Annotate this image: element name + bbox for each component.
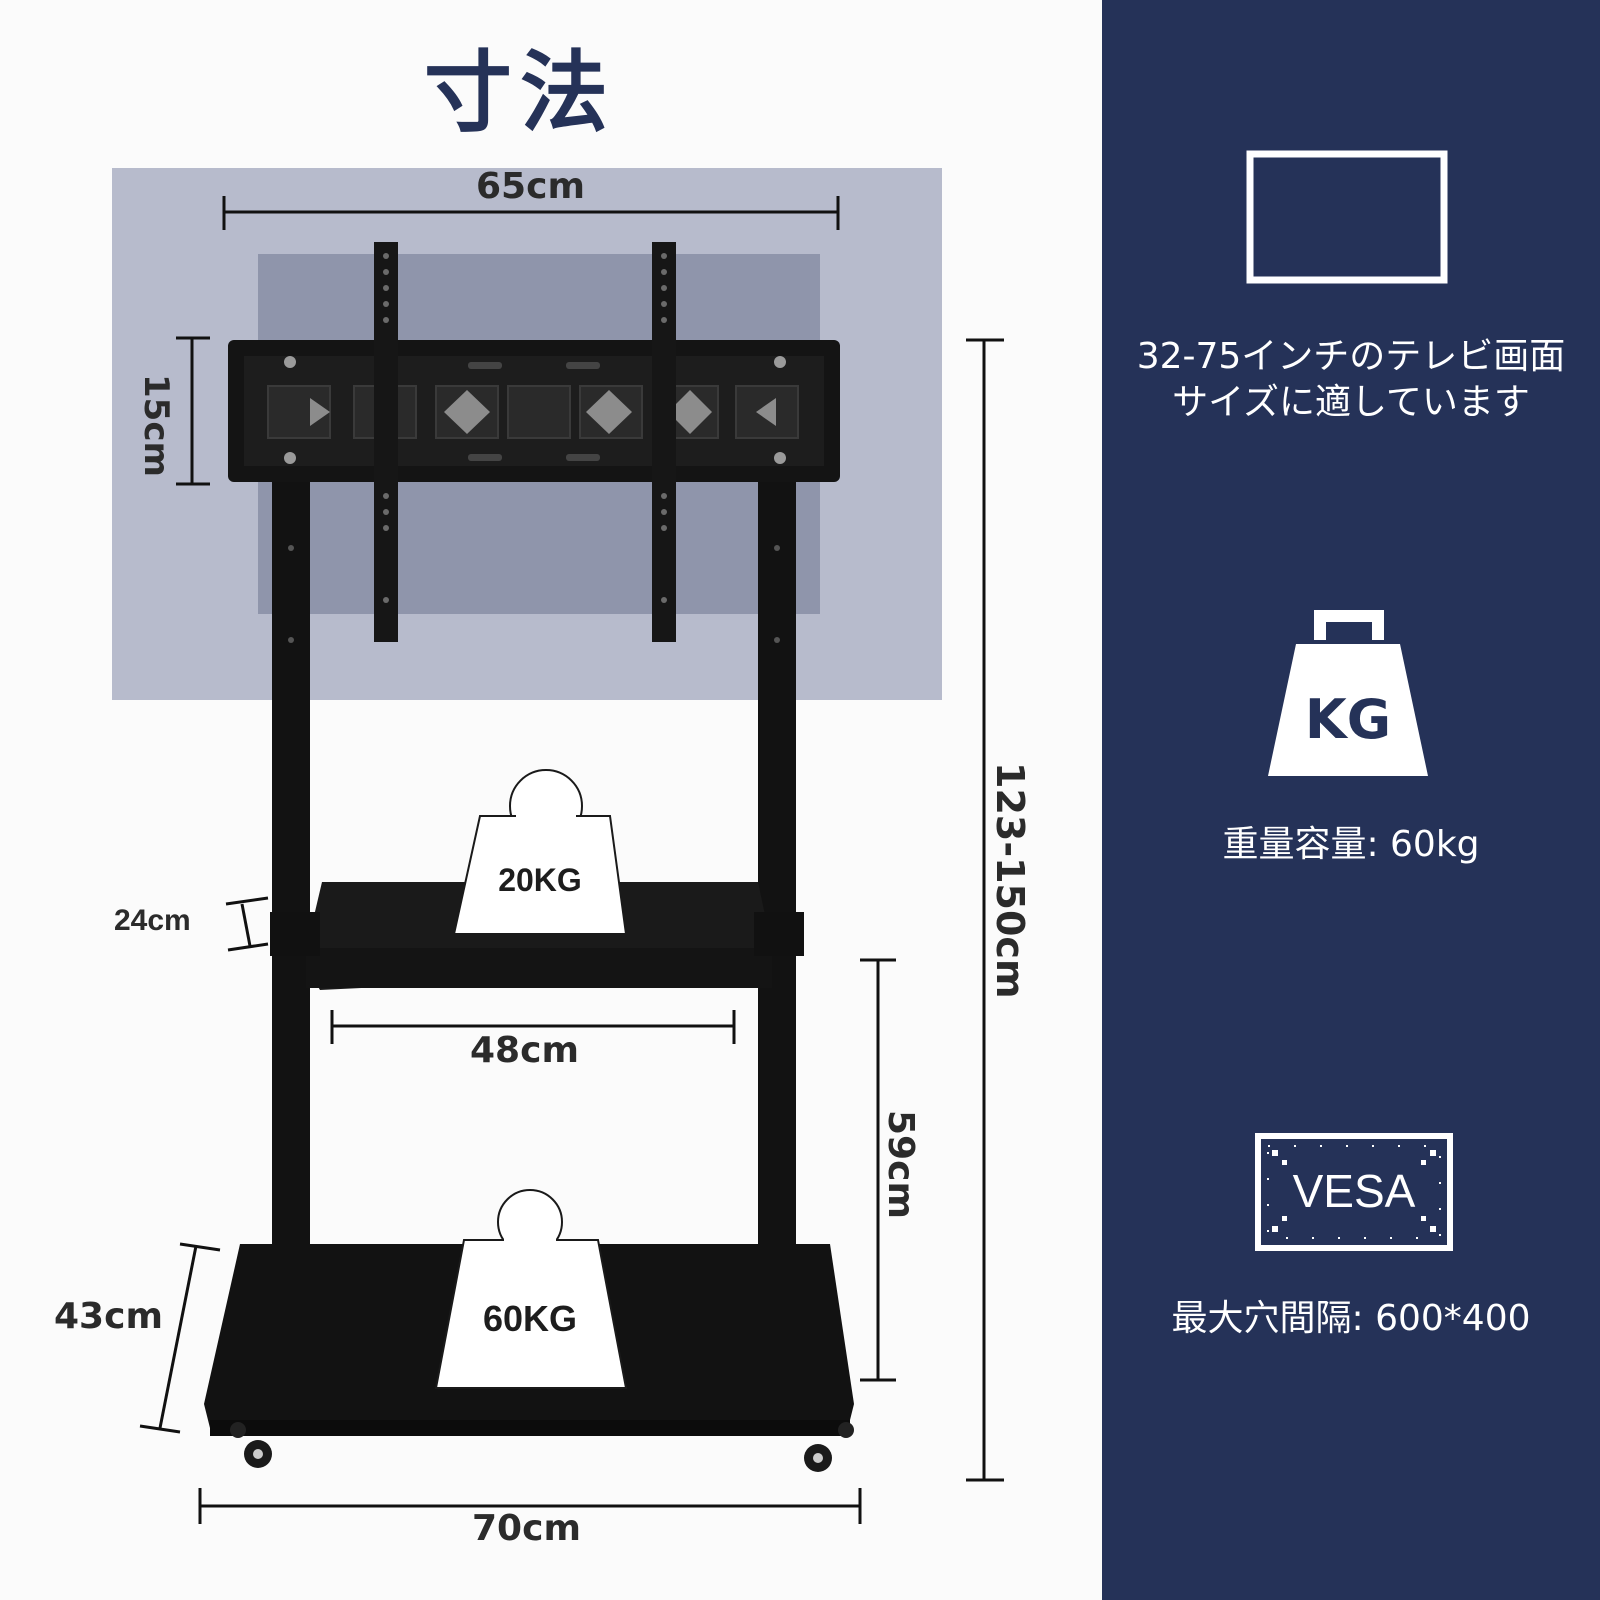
- screen-size-line-2: サイズに適しています: [1172, 382, 1530, 423]
- weight-icon-label: KG: [1304, 688, 1392, 751]
- dimension-base-depth: 43cm: [54, 1296, 163, 1337]
- shelf-weight-shape: [452, 769, 628, 935]
- base-weight-shape: [434, 1189, 628, 1389]
- weight-icon: [1268, 610, 1428, 776]
- shelf-load-label: 20KG: [498, 862, 582, 898]
- left-bracket: [374, 242, 398, 642]
- right-bracket: [652, 242, 676, 642]
- vesa-icon: [1255, 1133, 1453, 1251]
- page-title: 寸法: [423, 41, 616, 144]
- dimension-base-width: 70cm: [472, 1508, 581, 1549]
- dimension-bracket-height: 15cm: [136, 374, 176, 477]
- vesa-icon-label: VESA: [1292, 1165, 1416, 1217]
- screen-size-line-1: 32-75インチのテレビ画面: [1136, 336, 1566, 377]
- vesa-spacing-text: 最大穴間隔: 600*400: [1171, 1298, 1531, 1339]
- dimension-shelf-width: 48cm: [470, 1030, 579, 1071]
- screen-icon: [1246, 150, 1448, 284]
- dimension-lines: [139, 196, 1004, 1524]
- dimension-tv-width: 65cm: [476, 166, 585, 207]
- dimension-shelf-gap: 24cm: [114, 904, 191, 937]
- base-load-label: 60KG: [482, 1298, 578, 1339]
- dimension-total-height: 123-150cm: [988, 762, 1032, 999]
- screen-size-text: 32-75インチのテレビ画面 サイズに適しています: [1102, 334, 1600, 426]
- dimension-shelf-height: 59cm: [880, 1110, 921, 1219]
- caster-wheels: [230, 1422, 854, 1472]
- feature-panel: [1102, 0, 1600, 1600]
- weight-capacity-text: 重量容量: 60kg: [1222, 824, 1480, 865]
